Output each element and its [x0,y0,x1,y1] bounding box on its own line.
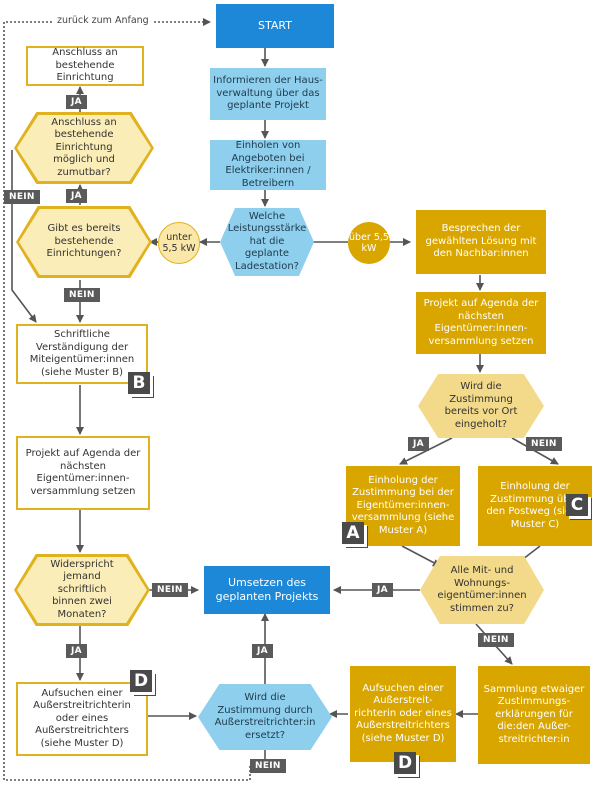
objection-question-text: Widerspricht jemand schriftlich binnen z… [17,557,147,623]
existing-question-node: Gibt es bereits bestehende Einrichtungen… [16,206,152,278]
connector-back-to-start [3,18,251,781]
connector-meeting-agree [401,545,441,567]
start-node: START [216,4,334,48]
muster-c-badge: C [566,494,588,516]
under-5-5kw-node: unter 5,5 kW [158,222,200,264]
connector-onsite-meeting [399,437,453,465]
arbitrator-right-node: Aufsuchen einer Außerstreit-richterin od… [350,666,456,762]
offers-node: Einholen von Angeboten bei Elektriker:in… [210,140,326,190]
discuss-node: Besprechen der gewählten Lösung mit den … [416,210,546,274]
connect-question-node: Anschluss an bestehende Einrichtung mögl… [14,112,154,184]
label-nein-arbitrator: NEIN [250,759,286,773]
label-nein-onsite: NEIN [526,437,562,451]
label-ja-connect: JA [66,95,87,109]
consent-meeting-node: Einholung der Zustimmung bei der Eigentü… [346,466,460,546]
existing-question-text: Gibt es bereits bestehende Einrichtungen… [19,209,149,275]
agenda-right-node: Projekt auf Agenda der nächsten Eigentüm… [416,292,546,354]
all-agree-question-node: Alle Mit- und Wohnungs-eigentümer:innen … [420,556,544,624]
consent-post-node: Einholung der Zustimmung über den Postwe… [478,466,592,546]
label-ja-onsite: JA [408,437,429,451]
over-5-5kw-node: über 5,5 kW [348,222,390,264]
collect-node: Sammlung etwaiger Zustimmungs-erklärunge… [478,666,590,764]
label-nein-existing: NEIN [64,288,100,302]
agenda-left-node: Projekt auf Agenda der nächsten Eigentüm… [16,436,150,510]
label-ja-existing: JA [66,189,87,203]
arbitrator-left-node: Aufsuchen einer Außerstreitrichterin ode… [16,682,148,756]
label-ja-objection: JA [66,644,87,658]
back-to-start-link[interactable]: zurück zum Anfang [54,15,152,26]
power-question-node: Welche Leistungsstärke hat die geplante … [220,208,314,276]
label-ja-agree: JA [372,583,393,597]
label-nein-connect: NEIN [4,190,40,204]
connect-result-node: Anschluss an bestehende Einrichtung [26,46,144,86]
implement-node: Umsetzen des geplanten Projekts [204,566,330,614]
onsite-question-node: Wird die Zustimmung bereits vor Ort eing… [418,374,544,438]
muster-d-left-badge: D [130,670,152,692]
objection-question-node: Widerspricht jemand schriftlich binnen z… [14,554,150,626]
label-nein-objection: NEIN [152,583,188,597]
written-agreement-node: Schriftliche Verständigung der Miteigent… [16,324,148,384]
label-ja-arbitrator: JA [252,644,273,658]
muster-b-badge: B [128,372,150,394]
muster-a-badge: A [342,522,364,544]
arbitrator-question-node: Wird die Zustimmung durch Außerstreitric… [198,684,332,750]
muster-d-right-badge: D [394,752,416,774]
connect-question-text: Anschluss an bestehende Einrichtung mögl… [17,115,151,181]
connector-onsite-post [511,437,559,465]
inform-node: Informieren der Haus-verwaltung über das… [210,68,326,120]
label-nein-agree: NEIN [478,633,514,647]
